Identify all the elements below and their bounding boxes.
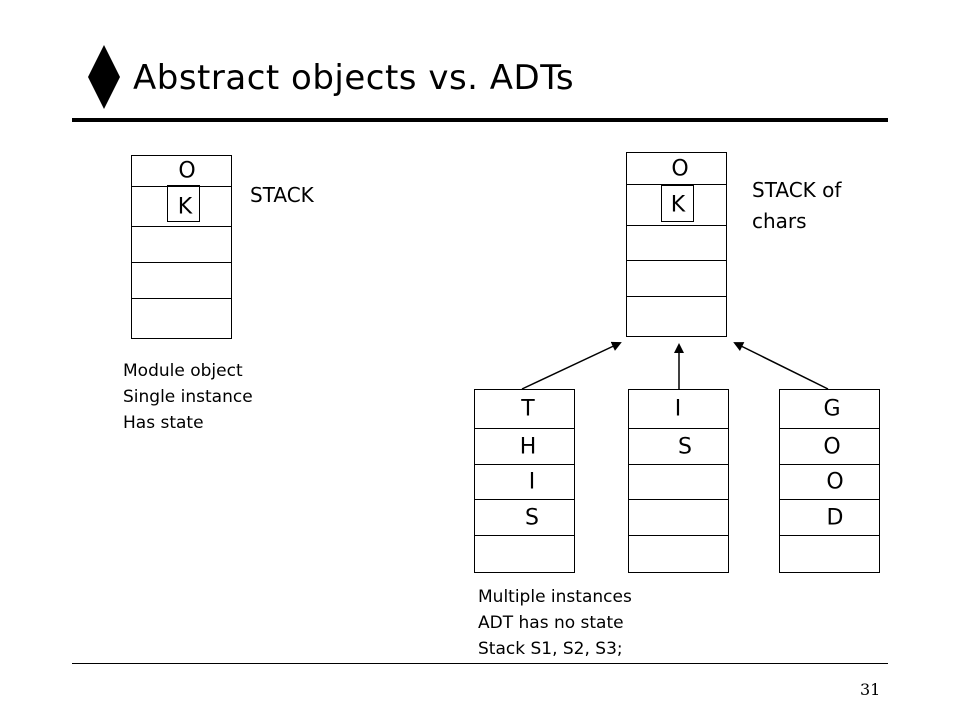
module-note: Has state: [123, 413, 204, 433]
module-note: Module object: [123, 361, 243, 381]
stack-cell-value: O: [826, 469, 844, 495]
stack-cell: H: [475, 428, 574, 464]
stack-cell: O: [780, 464, 879, 499]
stack-cell: D: [780, 499, 879, 535]
stack-cell-value: O: [823, 434, 841, 459]
instance-stack: G O O D: [779, 389, 880, 573]
stack-cell-value: S: [678, 434, 692, 459]
stack-cell-value: D: [826, 505, 844, 530]
stack-cell: [132, 262, 231, 298]
instance-note: ADT has no state: [478, 613, 624, 633]
stack-cell: [627, 260, 726, 296]
module-stack-label: STACK: [250, 183, 314, 207]
instance-stack: T H I S: [474, 389, 575, 573]
arrow-icon: [521, 341, 622, 390]
stack-cell-value: I: [674, 396, 682, 422]
footer-divider: [72, 663, 888, 664]
stack-cell-value: G: [823, 396, 841, 422]
stack-cell: [629, 535, 728, 572]
stack-cell-value: K: [177, 194, 193, 219]
stack-cell: [629, 464, 728, 499]
top-element-outline: [167, 185, 200, 222]
stack-cell-value: K: [670, 192, 686, 218]
stack-cell-value: T: [521, 396, 535, 422]
top-element-outline: [661, 185, 694, 222]
stack-cell-value: O: [671, 156, 689, 181]
diamond-bullet-icon: [88, 45, 120, 109]
stack-cell: O: [780, 428, 879, 464]
page-title: Abstract objects vs. ADTs: [133, 58, 575, 98]
arrow-icon: [733, 342, 829, 390]
module-note: Single instance: [123, 387, 253, 407]
stack-cell: [627, 225, 726, 260]
stack-cell: T: [475, 390, 574, 428]
stack-cell: O: [627, 153, 726, 184]
stack-cell: [132, 226, 231, 262]
stack-cell-value: H: [519, 434, 537, 459]
stack-cell: [780, 535, 879, 572]
stack-cell: S: [629, 428, 728, 464]
adt-stack-label: chars: [752, 209, 807, 233]
stack-cell: I: [475, 464, 574, 499]
page-number: 31: [860, 680, 881, 699]
stack-cell: [627, 296, 726, 336]
stack-cell-value: O: [178, 158, 196, 184]
stack-cell-value: S: [525, 505, 539, 530]
stack-cell: K: [132, 186, 231, 226]
stack-cell: [629, 499, 728, 535]
stack-cell-value: I: [528, 469, 536, 495]
instance-stack: I S: [628, 389, 729, 573]
adt-stack: O K: [626, 152, 727, 337]
stack-cell: [132, 298, 231, 338]
stack-cell: G: [780, 390, 879, 428]
instance-note: Stack S1, S2, S3;: [478, 639, 623, 659]
stack-cell: K: [627, 184, 726, 225]
adt-stack-label: STACK of: [752, 178, 842, 202]
stack-cell: S: [475, 499, 574, 535]
stack-cell: [475, 535, 574, 572]
stack-cell: I: [629, 390, 728, 428]
title-divider: [72, 118, 888, 122]
stack-cell: O: [132, 156, 231, 186]
instance-note: Multiple instances: [478, 587, 632, 607]
